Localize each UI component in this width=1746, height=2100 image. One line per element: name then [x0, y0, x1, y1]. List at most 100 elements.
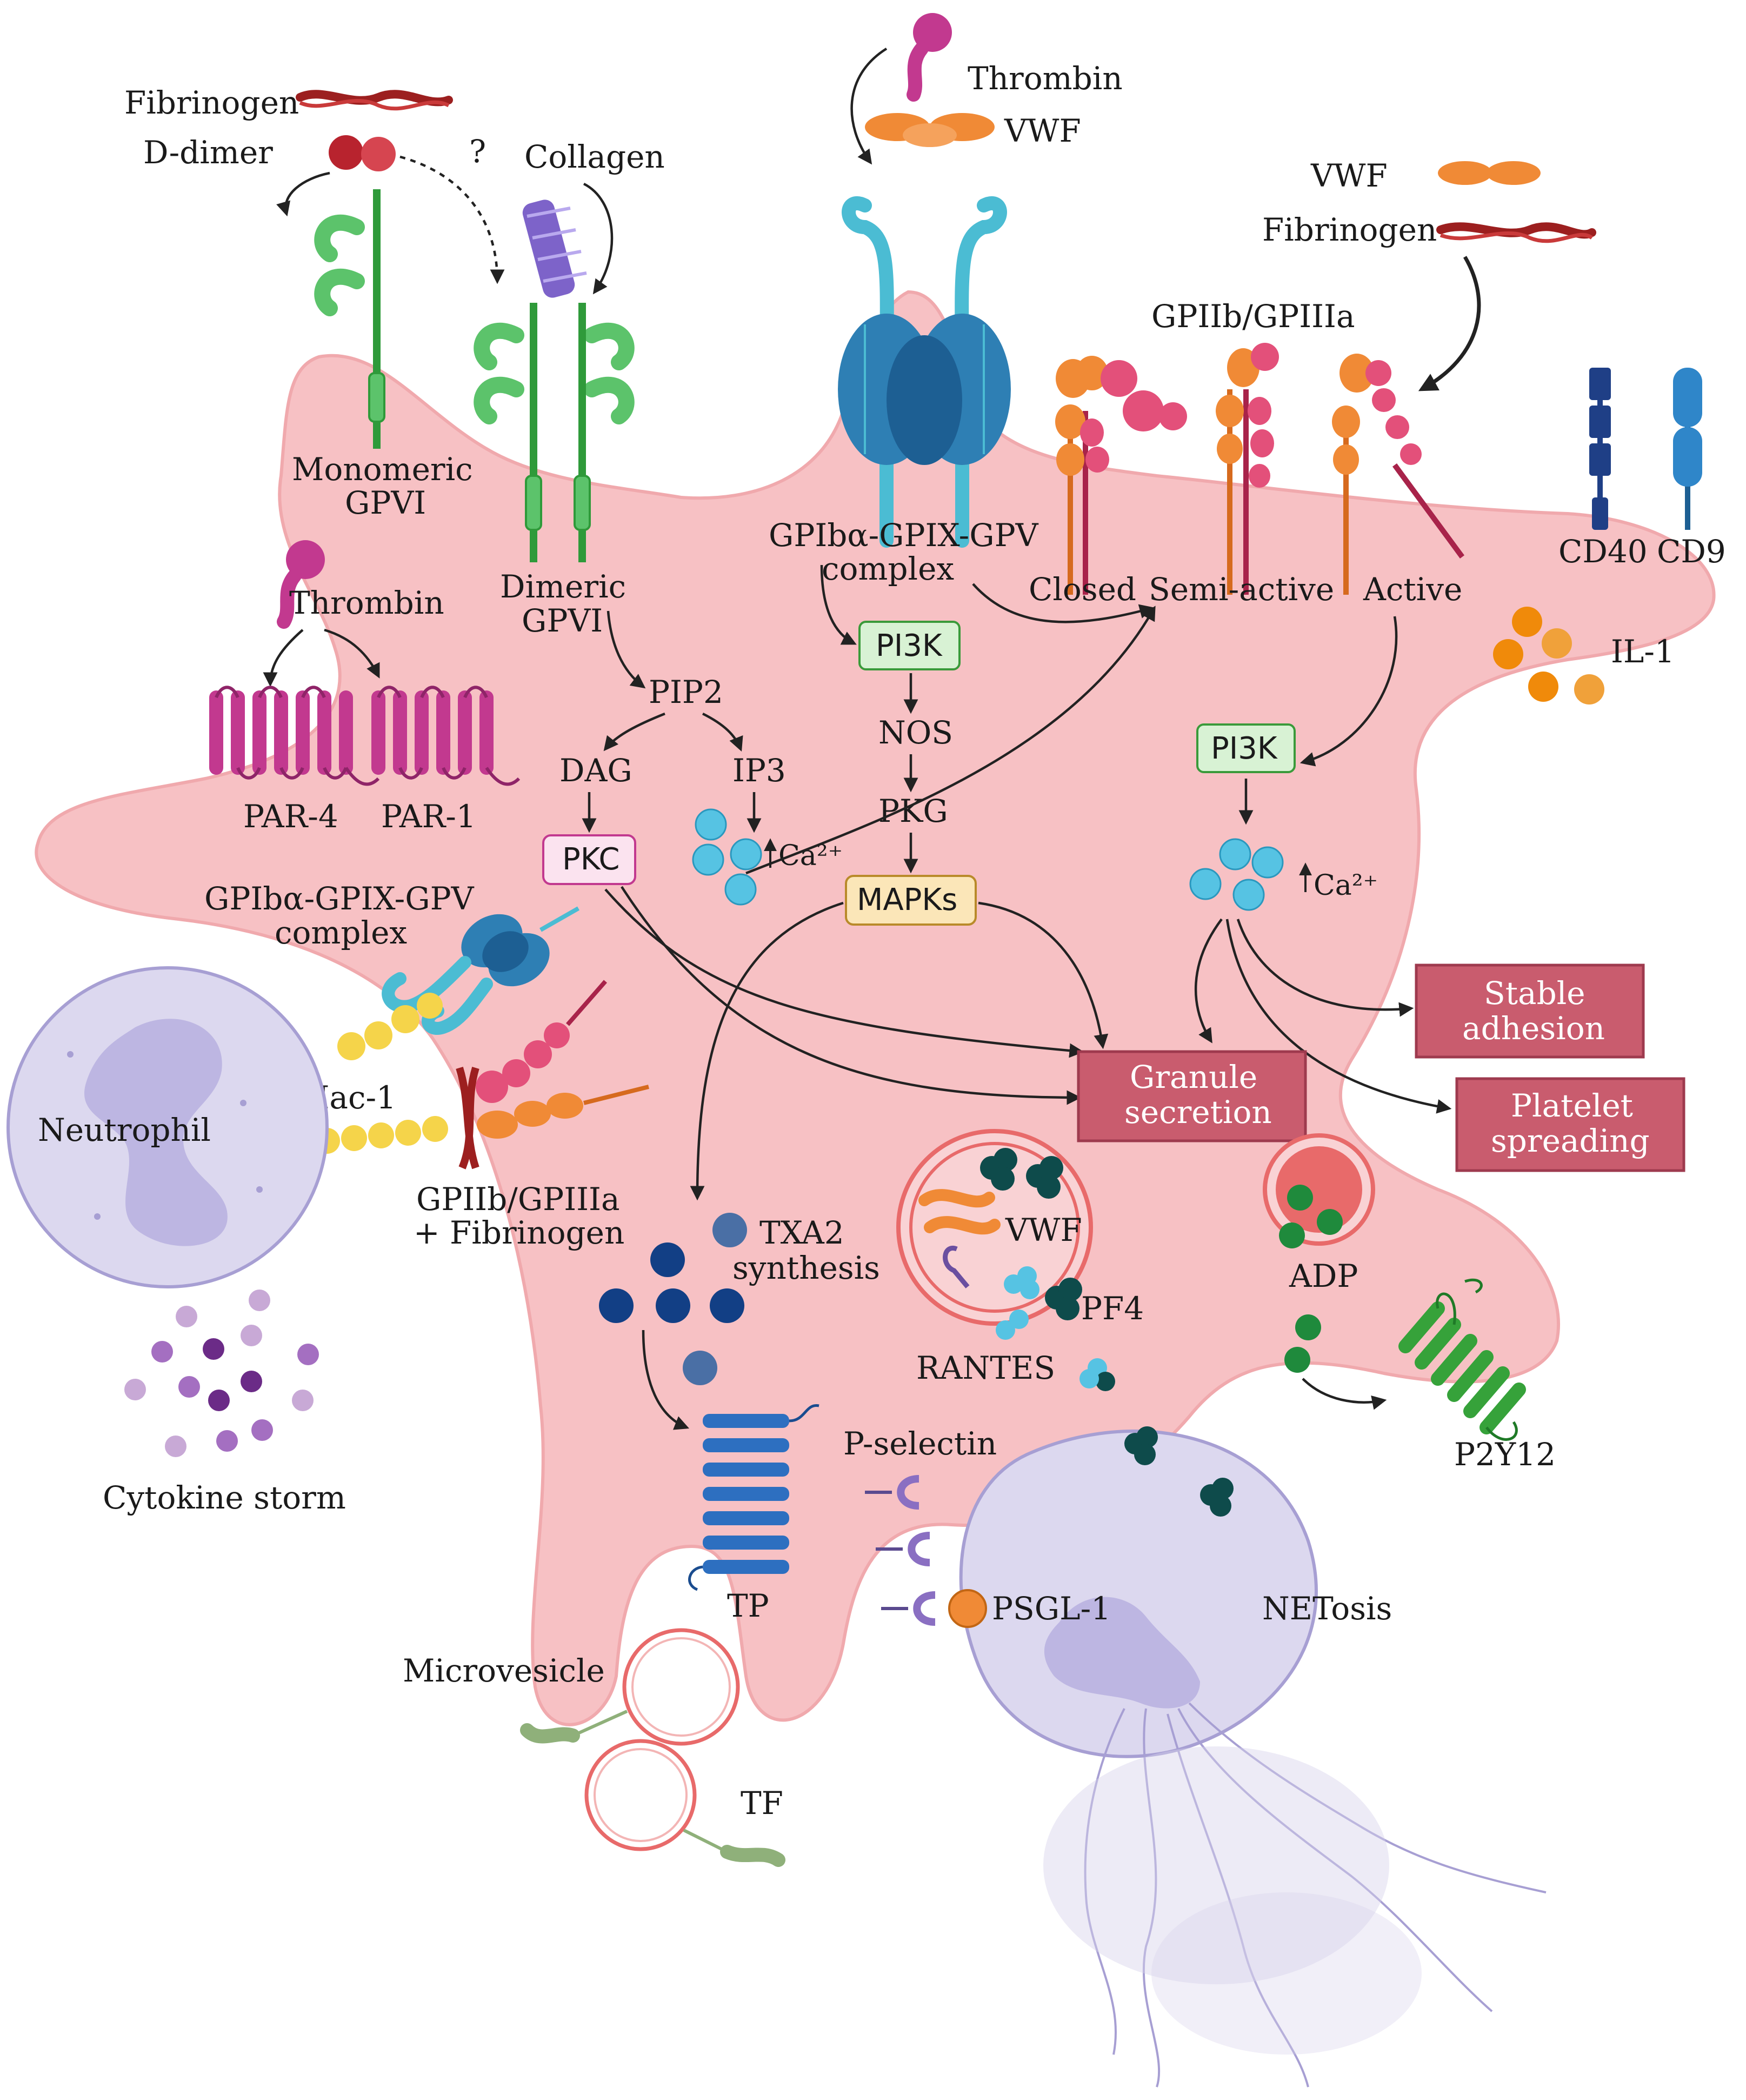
vwf-granule-label: VWF — [1005, 1212, 1082, 1248]
psgl1-label: PSGL-1 — [992, 1590, 1111, 1627]
netosis-cell — [959, 1426, 1547, 2088]
gpiib-semi-active — [1216, 343, 1279, 595]
fibrinogen-top-icon — [296, 90, 453, 111]
dimeric-gpvi-label-2: GPVI — [522, 602, 603, 639]
question-mark: ? — [469, 133, 486, 170]
fibrinogen-top-label: Fibrinogen — [124, 84, 299, 121]
il1-particles — [1493, 607, 1604, 705]
ca-to-spreading-arrow — [1225, 919, 1452, 1114]
adp-particle-1 — [1295, 1314, 1321, 1340]
active-to-pi3k-arrow — [1299, 616, 1398, 767]
gpib-to-pi3k-arrow — [820, 564, 857, 645]
gpiib-fib-left-label-1: GPIIb/GPIIIa — [416, 1181, 620, 1218]
d-dimer-to-dimeric-arrow — [399, 155, 505, 284]
pf4-cluster-1 — [980, 1148, 1017, 1191]
collagen-arrow — [583, 182, 614, 295]
pip2-to-ip3-arrow — [702, 712, 743, 752]
vwf-top-label: VWF — [1004, 112, 1081, 149]
netosis-label: NETosis — [1262, 1590, 1392, 1627]
granule-secretion-label-2: secretion — [1124, 1094, 1272, 1131]
par4-receptor — [209, 686, 380, 786]
vwf-right-icon — [1438, 161, 1541, 185]
gpiib-active — [1332, 354, 1465, 595]
pi3k-right-label: PI3K — [1211, 731, 1278, 766]
adp-particle-2 — [1284, 1347, 1310, 1373]
cytokine-storm-particles — [124, 1290, 319, 1457]
pkc-to-granule-arrow-1 — [604, 888, 1084, 1058]
gpib-to-semi-active-arrow — [972, 583, 1155, 623]
platelet-spreading-label-2: spreading — [1491, 1122, 1650, 1159]
pkc-to-granule-arrow-2 — [621, 886, 1082, 1105]
platelet-spreading-label-1: Platelet — [1511, 1087, 1633, 1124]
neutrophil-cell — [6, 966, 329, 1288]
stable-adhesion-label-1: Stable — [1484, 975, 1585, 1012]
dimeric-gpvi — [474, 303, 635, 562]
alpha-granule — [896, 1129, 1093, 1326]
gpib-top-label-2: complex — [822, 550, 954, 587]
net-pf4-1 — [1124, 1426, 1158, 1465]
psgl1-ligand — [948, 1589, 987, 1628]
nos-label: NOS — [878, 714, 953, 751]
pi3k-mid-box — [858, 621, 961, 670]
collagen-label: Collagen — [524, 138, 665, 175]
platelet-spreading-box: Platelet spreading — [1455, 1077, 1685, 1172]
closed-label: Closed — [1029, 571, 1136, 608]
dense-granule — [1263, 1133, 1375, 1248]
pip2-to-dag-arrow — [603, 712, 665, 752]
ip3-to-semi-active-arrow — [745, 606, 1156, 875]
ca-to-granule-arrow — [1194, 918, 1223, 1044]
stable-adhesion-box: Stable adhesion — [1415, 963, 1645, 1059]
monomeric-gpvi-label-1: Monomeric — [292, 451, 473, 488]
cd40-label: CD40 — [1558, 533, 1648, 570]
cytokine-storm-label: Cytokine storm — [103, 1479, 346, 1516]
microvesicle-label: Microvesicle — [403, 1652, 605, 1689]
gpib-left-label-2: complex — [275, 914, 407, 951]
granule-secretion-label-1: Granule — [1130, 1059, 1257, 1095]
thrombin-top-label: Thrombin — [968, 60, 1123, 97]
mac1-yellow-chain — [314, 993, 448, 1154]
calcium-left — [692, 808, 762, 906]
ip3-label: IP3 — [732, 752, 786, 789]
net-pf4-2 — [1200, 1478, 1234, 1517]
pkc-box — [542, 834, 636, 885]
thrombin-to-par1-arrow — [324, 628, 380, 679]
mapks-to-granule-arrow — [978, 901, 1109, 1049]
active-label: Active — [1363, 571, 1462, 608]
tf-label: TF — [741, 1785, 783, 1822]
dimeric-gpvi-label-1: Dimeric — [500, 568, 626, 605]
d-dimer-icon — [329, 135, 396, 171]
collagen-icon — [522, 200, 587, 298]
gpiib-fib-left-label-2: + Fibrinogen — [414, 1214, 624, 1251]
dag-label: DAG — [559, 752, 632, 789]
txa2-to-tp-arrow — [642, 1330, 690, 1430]
d-dimer-label: D-dimer — [143, 134, 273, 171]
p-selectin-receptors — [865, 1475, 936, 1626]
il1-label: IL-1 — [1611, 633, 1675, 670]
thrombin-left-icon — [277, 540, 325, 629]
thrombin-vwf-arrow — [850, 48, 888, 165]
gpiib-closed — [1055, 356, 1187, 595]
microvesicle-2 — [584, 1739, 785, 1867]
pi3k-right-box — [1196, 723, 1296, 773]
txa2-particles — [599, 1213, 747, 1385]
pf4-cluster-2 — [1026, 1156, 1063, 1199]
semi-active-label: Semi-active — [1149, 571, 1334, 608]
stable-adhesion-label-2: adhesion — [1462, 1010, 1605, 1047]
cd9-receptor — [1673, 368, 1702, 530]
d-dimer-to-monomeric-arrow — [276, 171, 330, 217]
monomeric-gpvi — [314, 189, 385, 449]
tp-label: TP — [727, 1587, 769, 1624]
vwf-top-icon — [865, 113, 995, 147]
pip2-label: PIP2 — [649, 674, 723, 710]
p-selectin-label: P-selectin — [843, 1425, 997, 1462]
monomeric-gpvi-label-2: GPVI — [345, 484, 426, 521]
mapks-box — [845, 875, 977, 926]
granule-secretion-box: Granule secretion — [1077, 1050, 1307, 1142]
gpib-top-label-1: GPIbα-GPIX-GPV — [769, 517, 1039, 554]
fibrinogen-right-icon — [1436, 222, 1596, 243]
pf4-label: PF4 — [1081, 1290, 1144, 1327]
ca-right-label: Ca²⁺ — [1314, 869, 1378, 902]
mapks-to-txa2-arrow — [690, 901, 844, 1201]
txa2-label-1: TXA2 — [759, 1214, 844, 1251]
